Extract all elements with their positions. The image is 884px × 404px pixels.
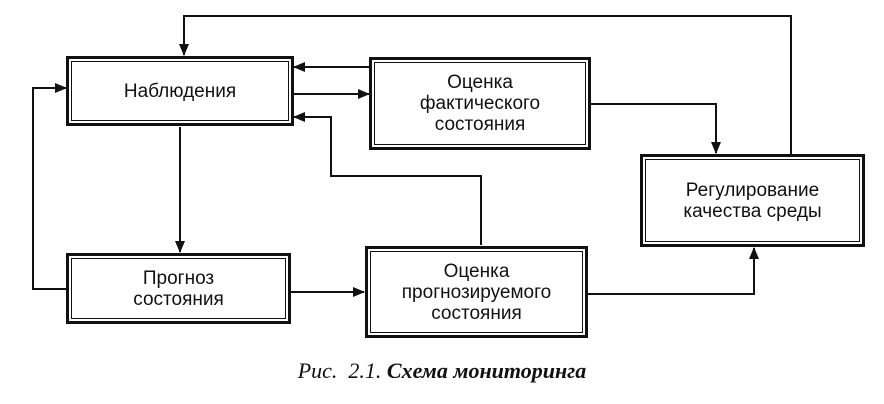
actual-assessment-box: Оценка фактического состояния — [369, 57, 591, 150]
observations-label: Наблюдения — [123, 80, 237, 102]
caption-title: Схема мониторинга — [386, 358, 587, 383]
arrow-forecast-to-observations — [32, 83, 67, 290]
forecast-assessment-box: Оценка прогнозируемого состояния — [365, 246, 588, 338]
arrow-actual-to-regulation — [591, 103, 721, 154]
caption-prefix: Рис. 2.1. — [297, 358, 387, 383]
forecast-box: Прогноз состояния — [66, 253, 291, 324]
figure-caption: Рис. 2.1. Схема мониторинга — [0, 358, 884, 384]
regulation-box: Регулирование качества среды — [640, 154, 865, 247]
arrow-forecast-assessment-to-observations — [293, 112, 482, 245]
forecast-assessment-label: Оценка прогнозируемого состояния — [401, 260, 552, 324]
forecast-label: Прогноз состояния — [133, 267, 224, 310]
regulation-label: Регулирование качества среды — [683, 179, 822, 222]
actual-assessment-label: Оценка фактического состояния — [419, 72, 541, 135]
arrow-forecast-assessment-to-regulation — [588, 247, 759, 295]
observations-box: Наблюдения — [66, 56, 294, 126]
arrow-regulation-to-observations — [179, 15, 792, 155]
